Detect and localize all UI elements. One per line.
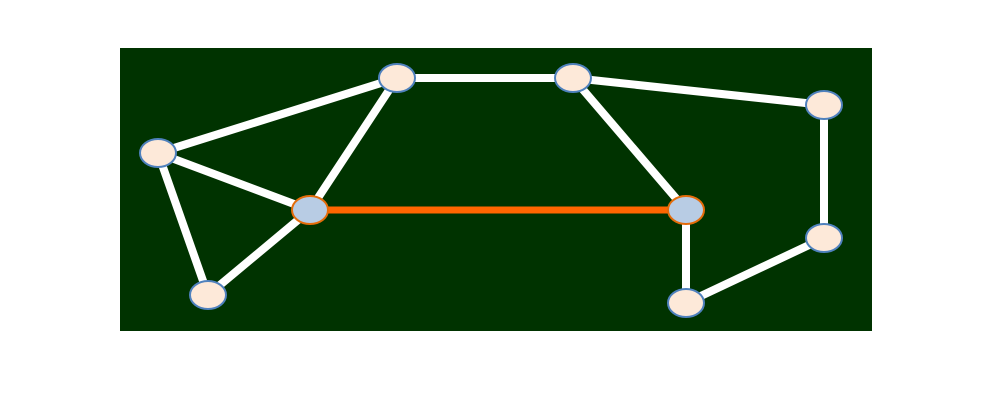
graph-edge: [569, 74, 690, 214]
graph-edge: [154, 149, 314, 214]
graph-edge: [154, 149, 212, 299]
graph-edge: [154, 74, 401, 157]
graph-node: [139, 138, 177, 168]
diagram-background: [120, 48, 872, 331]
graph-node: [554, 63, 592, 93]
highlighted-node: [291, 195, 329, 225]
graph-edge: [569, 74, 828, 109]
node-layer: [139, 63, 843, 318]
graph-node: [805, 223, 843, 253]
graph-node: [378, 63, 416, 93]
graph-node: [805, 90, 843, 120]
edge-layer: [154, 74, 828, 307]
graph-edge: [306, 74, 401, 214]
graph-node: [667, 288, 705, 318]
graph-edge: [204, 206, 314, 299]
graph-edge: [682, 234, 828, 307]
highlighted-node: [667, 195, 705, 225]
graph-node: [189, 280, 227, 310]
